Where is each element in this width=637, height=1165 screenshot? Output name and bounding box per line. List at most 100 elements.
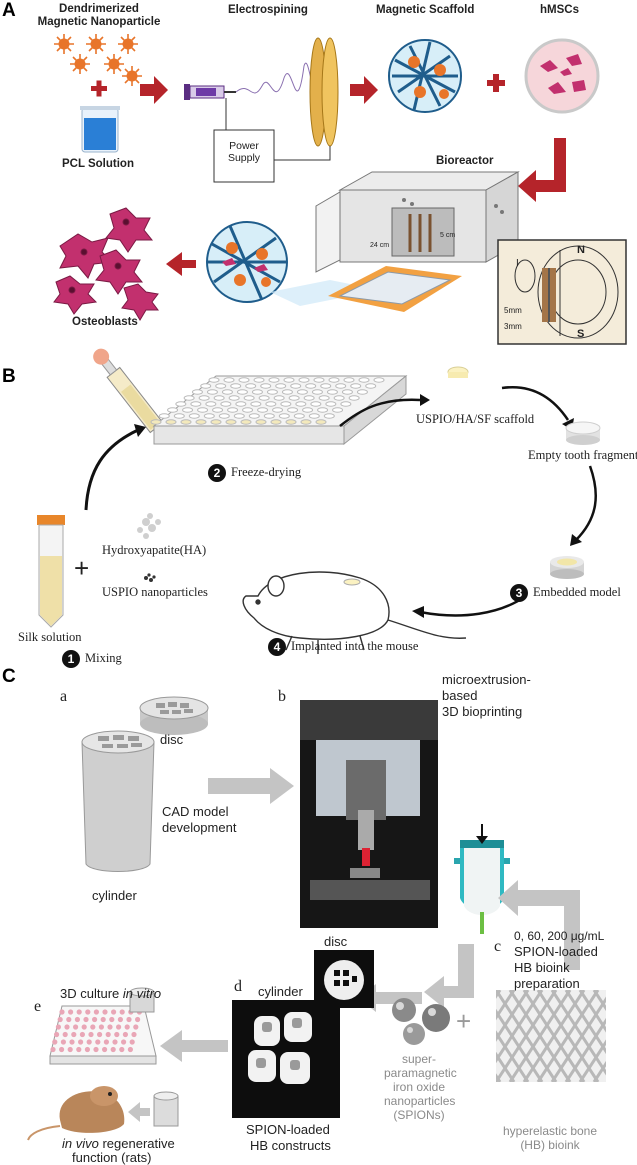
culture-well [88,1031,94,1038]
well [167,407,179,413]
scaffold-cells-icon [206,221,288,303]
arrow-tooth-to-model-icon [575,465,597,541]
well [225,419,237,425]
magnetic-scaffold-icon [388,39,462,113]
spion-label: super- paramagnetic iron oxide nanoparti… [384,1052,457,1122]
bioprinting-label-3: 3D bioprinting [442,704,523,719]
well-plate-top [338,271,452,305]
collector-disc-icon [309,37,339,147]
culture-well [60,1039,66,1045]
osteoblasts-icon [53,207,159,321]
well [180,419,192,425]
step3-badge: 3 [510,584,528,602]
mixing-plus: + [74,553,90,583]
well [283,377,295,383]
red-curve-arrow-icon [518,138,566,202]
well [190,401,202,407]
well [275,383,287,389]
well [245,383,257,389]
well [311,389,323,395]
panel-a-graphics [53,34,627,345]
uspio-icon [144,573,156,582]
culture-well [107,1024,113,1030]
cad-label-1: CAD model [162,804,229,819]
culture-well [129,1039,135,1045]
culture-well [98,1024,104,1030]
injection-syringe-icon [93,348,170,444]
arrow-scaffold-to-tooth-icon [501,386,570,421]
grey-arrow-d-to-e-icon [160,1030,228,1062]
electrospinning-label: Electrospining [228,4,308,16]
well [285,419,297,425]
culture-well [86,1039,92,1045]
scaffold-label: USPIO/HA/SF scaffold [416,412,535,426]
step2-badge: 2 [208,464,226,482]
culture-well [76,1046,82,1053]
well [288,395,300,401]
well [320,383,332,389]
well [251,389,263,395]
culture-well [110,1046,116,1053]
culture-well [84,1046,90,1053]
plus-icon-2 [487,74,505,92]
lattice-strut [622,990,637,1082]
culture-well [127,1046,133,1053]
well [228,395,240,401]
hydroxyapatite-icon [137,513,161,539]
well [238,377,250,383]
well [230,383,242,389]
disc-photo-label: disc [324,934,348,949]
rat-icon [27,1086,125,1141]
well [198,395,210,401]
well [326,389,338,395]
embedded-model-icon [550,556,584,579]
culture-well [112,1039,118,1045]
well [200,383,212,389]
bioink-prep-label-2: HB bioink [514,960,570,975]
pcl-beaker-icon [80,106,120,153]
panel-a-letter: A [2,0,16,21]
well [205,401,217,407]
culture-well [55,1024,62,1030]
disc-photo [314,950,374,1008]
lattice-strut [496,990,530,1042]
well [218,413,230,419]
culture-well [119,1009,125,1015]
culture-well [122,1031,128,1038]
well [195,419,207,425]
ha-label: Hydroxyapatite(HA) [102,543,207,557]
cylinder-label: cylinder [92,888,137,903]
nanoparticle-label: Dendrimerized Magnetic Nanoparticle [37,3,161,28]
lattice-strut [496,990,544,1064]
well [358,377,370,383]
electrospinning-syringe-icon [184,84,236,100]
well [257,407,269,413]
culture-well [119,1046,125,1053]
culture-well [124,1024,130,1030]
well [298,377,310,383]
implant-cylinder-icon [153,1091,179,1127]
lattice-strut [592,990,606,1012]
sub-c-label: c [494,938,502,955]
well [223,377,235,383]
well [268,377,280,383]
well [235,401,247,407]
well [236,389,248,395]
cylinder-photo-label: cylinder [258,984,303,999]
well [280,401,292,407]
current-i-label: I [516,258,519,269]
well [183,395,195,401]
hb-label: hyperelastic bone (HB) bioink [502,1124,598,1152]
well [356,389,368,395]
constructs-label-1: SPION-loaded [246,1122,330,1137]
well [365,383,377,389]
bioreactor-label: Bioreactor [436,155,494,167]
panel-c-letter: C [2,666,16,687]
lattice-strut [508,990,572,1082]
constructs-label-2: HB constructs [250,1138,331,1153]
culture-well [133,1024,139,1030]
culture-well [52,1039,58,1045]
tooth-fragment-icon [565,421,601,445]
well [233,413,245,419]
